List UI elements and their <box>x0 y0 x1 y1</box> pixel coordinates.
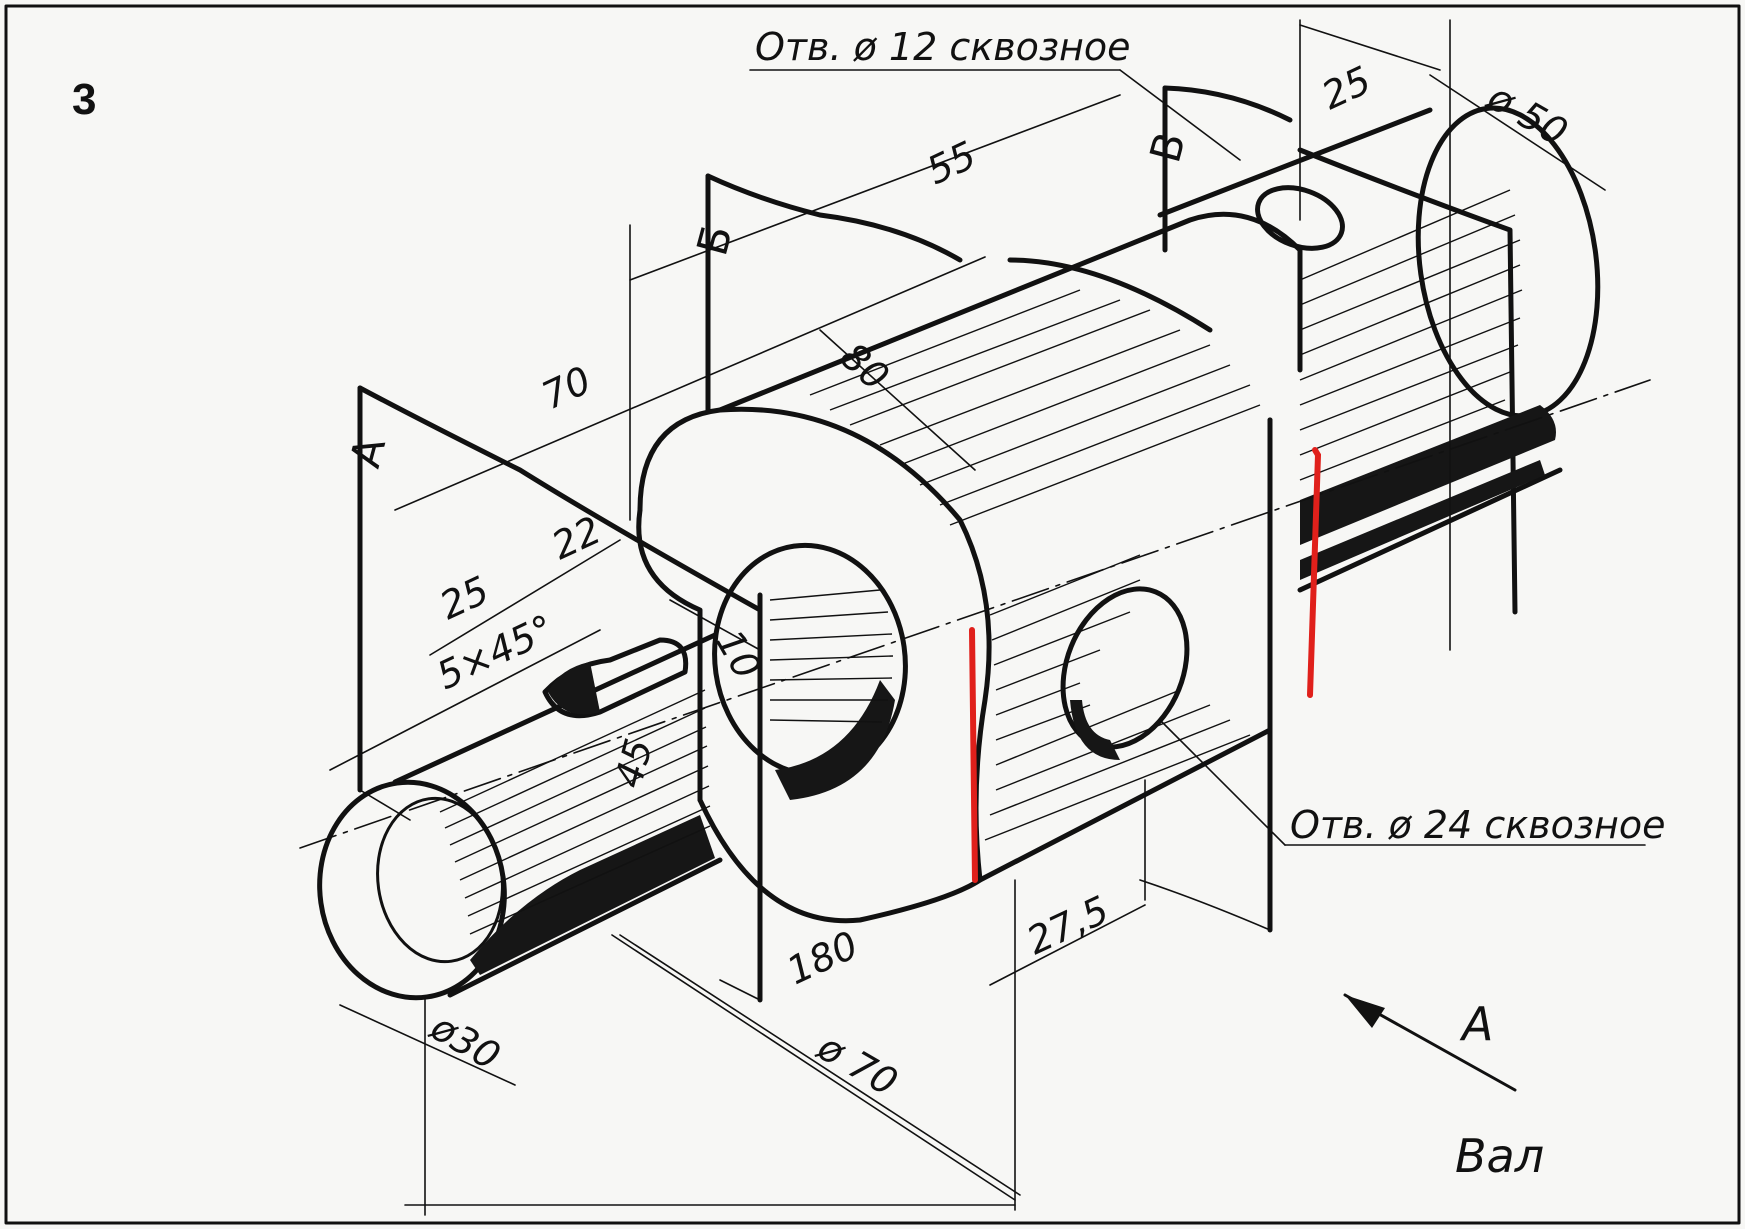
note-hole-d24: Отв. ø 24 сквозное <box>1290 803 1666 847</box>
highlight-line-right <box>1307 447 1322 698</box>
left-end-cylinder <box>317 632 723 1001</box>
dim-dia30: ø30 <box>423 1004 508 1078</box>
dim-27-5: 27,5 <box>1020 888 1115 964</box>
highlight-marks <box>969 447 1322 883</box>
dim-55: 55 <box>920 133 982 193</box>
note-hole-d12: Отв. ø 12 сквозное <box>755 25 1131 69</box>
dimension-lines <box>329 19 1646 1216</box>
view-arrow-label: А <box>1459 997 1493 1051</box>
dim-70-length: 70 <box>535 358 597 418</box>
view-direction-arrow <box>1343 993 1517 1092</box>
right-end-cylinder-d50 <box>1157 105 1601 593</box>
dim-45: 45 <box>606 734 661 792</box>
middle-neck-cylinder <box>712 542 908 800</box>
center-axis <box>299 379 1651 849</box>
section-label-v: В <box>1140 127 1195 168</box>
sheet-number: 3 <box>72 75 96 124</box>
section-label-a: А <box>340 432 395 473</box>
dim-180: 180 <box>780 923 864 994</box>
dim-dia50: ø 50 <box>1480 74 1575 154</box>
left-end-face <box>317 779 507 1001</box>
dim-dia70: ø 70 <box>810 1024 905 1104</box>
part-title: Вал <box>1455 1129 1544 1183</box>
sheet-frame <box>4 4 1741 1225</box>
section-plane-b <box>705 173 963 1003</box>
central-cylinder-d70 <box>636 211 1303 924</box>
highlight-line-left <box>969 627 978 883</box>
dim-25-left: 25 <box>433 568 495 628</box>
dim-25-right: 25 <box>1315 58 1377 118</box>
through-hole-d12 <box>1255 185 1345 251</box>
